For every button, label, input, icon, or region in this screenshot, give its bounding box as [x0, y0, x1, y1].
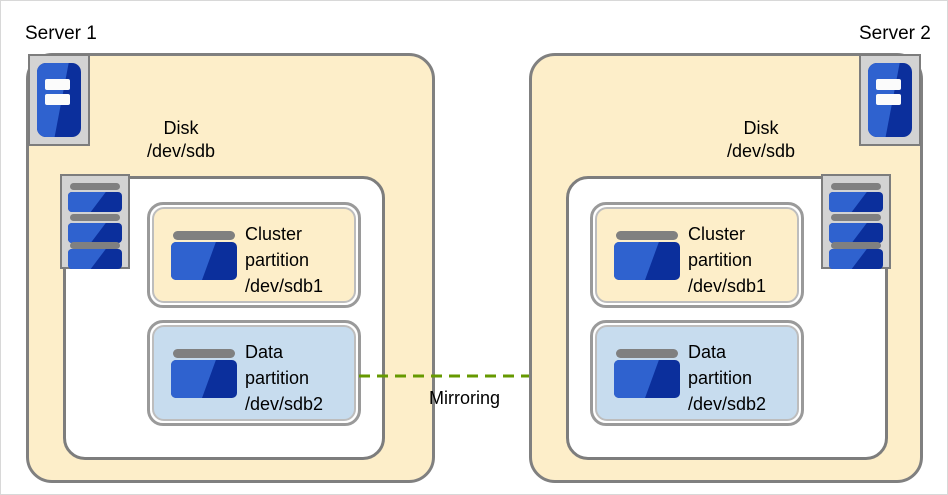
partition-icon-body: [614, 360, 680, 398]
server-unit-slot-2: [44, 94, 70, 106]
partition-line-3: /dev/sdb2: [688, 394, 767, 414]
stack-bar-1: [70, 183, 120, 190]
disk-label-line-2: /dev/sdb: [146, 141, 216, 161]
partition-icon: [614, 349, 680, 399]
partition-icon: [171, 231, 237, 281]
stack-bar-3: [831, 242, 881, 249]
partition-icon-cap: [173, 349, 235, 358]
stack-block-3: [68, 249, 122, 269]
stack-block-2: [829, 223, 883, 243]
server-2-cluster-partition-text: Cluster partition /dev/sdb1: [688, 221, 766, 299]
disk-stack-icon: [60, 174, 130, 269]
server-1-data-partition-inner: Data partition /dev/sdb2: [152, 325, 356, 421]
stack-bar-1: [831, 183, 881, 190]
partition-line-1: Data: [688, 342, 727, 362]
partition-icon: [171, 349, 237, 399]
server-2-cluster-partition-inner: Cluster partition /dev/sdb1: [595, 207, 799, 303]
mirroring-label: Mirroring: [429, 388, 501, 408]
stack-block-1: [829, 192, 883, 212]
server-unit-body: [37, 63, 81, 137]
partition-line-1: Cluster: [245, 224, 303, 244]
server-1-data-partition-text: Data partition /dev/sdb2: [245, 339, 323, 417]
disk-label-line-2: /dev/sdb: [726, 141, 796, 161]
server-2-data-partition-box: Data partition /dev/sdb2: [590, 320, 804, 426]
partition-line-1: Data: [245, 342, 284, 362]
stack-bar-2: [831, 214, 881, 221]
disk-label-line-1: Disk: [743, 118, 779, 138]
stack-bar-2: [70, 214, 120, 221]
server-unit-icon: [28, 54, 90, 146]
server-2-data-partition-inner: Data partition /dev/sdb2: [595, 325, 799, 421]
server-unit-icon: [859, 54, 921, 146]
partition-line-3: /dev/sdb1: [245, 276, 324, 296]
server-1-cluster-partition-box: Cluster partition /dev/sdb1: [147, 202, 361, 308]
server-2-disk-label: Disk /dev/sdb: [691, 117, 831, 163]
server-1-data-partition-box: Data partition /dev/sdb2: [147, 320, 361, 426]
server-1-disk-label: Disk /dev/sdb: [111, 117, 251, 163]
stack-block-1: [68, 192, 122, 212]
partition-line-1: Cluster: [688, 224, 746, 244]
server-2-cluster-partition-box: Cluster partition /dev/sdb1: [590, 202, 804, 308]
stack-block-3: [829, 249, 883, 269]
server-unit-body: [868, 63, 912, 137]
server-1-cluster-partition-inner: Cluster partition /dev/sdb1: [152, 207, 356, 303]
partition-icon-cap: [173, 231, 235, 240]
partition-line-2: partition: [245, 250, 310, 270]
partition-icon-cap: [616, 349, 678, 358]
partition-icon-cap: [616, 231, 678, 240]
server-2-title: Server 2: [859, 23, 931, 44]
server-1-cluster-partition-text: Cluster partition /dev/sdb1: [245, 221, 323, 299]
partition-icon-body: [171, 360, 237, 398]
partition-icon: [614, 231, 680, 281]
server-2-data-partition-text: Data partition /dev/sdb2: [688, 339, 766, 417]
partition-line-2: partition: [688, 368, 753, 388]
server-unit-slot-1: [44, 79, 70, 91]
partition-line-3: /dev/sdb1: [688, 276, 767, 296]
disk-label-line-1: Disk: [163, 118, 199, 138]
server-unit-slot-1: [875, 79, 901, 91]
partition-line-2: partition: [688, 250, 753, 270]
partition-line-3: /dev/sdb2: [245, 394, 324, 414]
stack-bar-3: [70, 242, 120, 249]
server-1-title: Server 1: [25, 23, 97, 44]
partition-line-2: partition: [245, 368, 310, 388]
partition-icon-body: [171, 242, 237, 280]
server-unit-slot-2: [875, 94, 901, 106]
stack-block-2: [68, 223, 122, 243]
disk-stack-icon: [821, 174, 891, 269]
partition-icon-body: [614, 242, 680, 280]
